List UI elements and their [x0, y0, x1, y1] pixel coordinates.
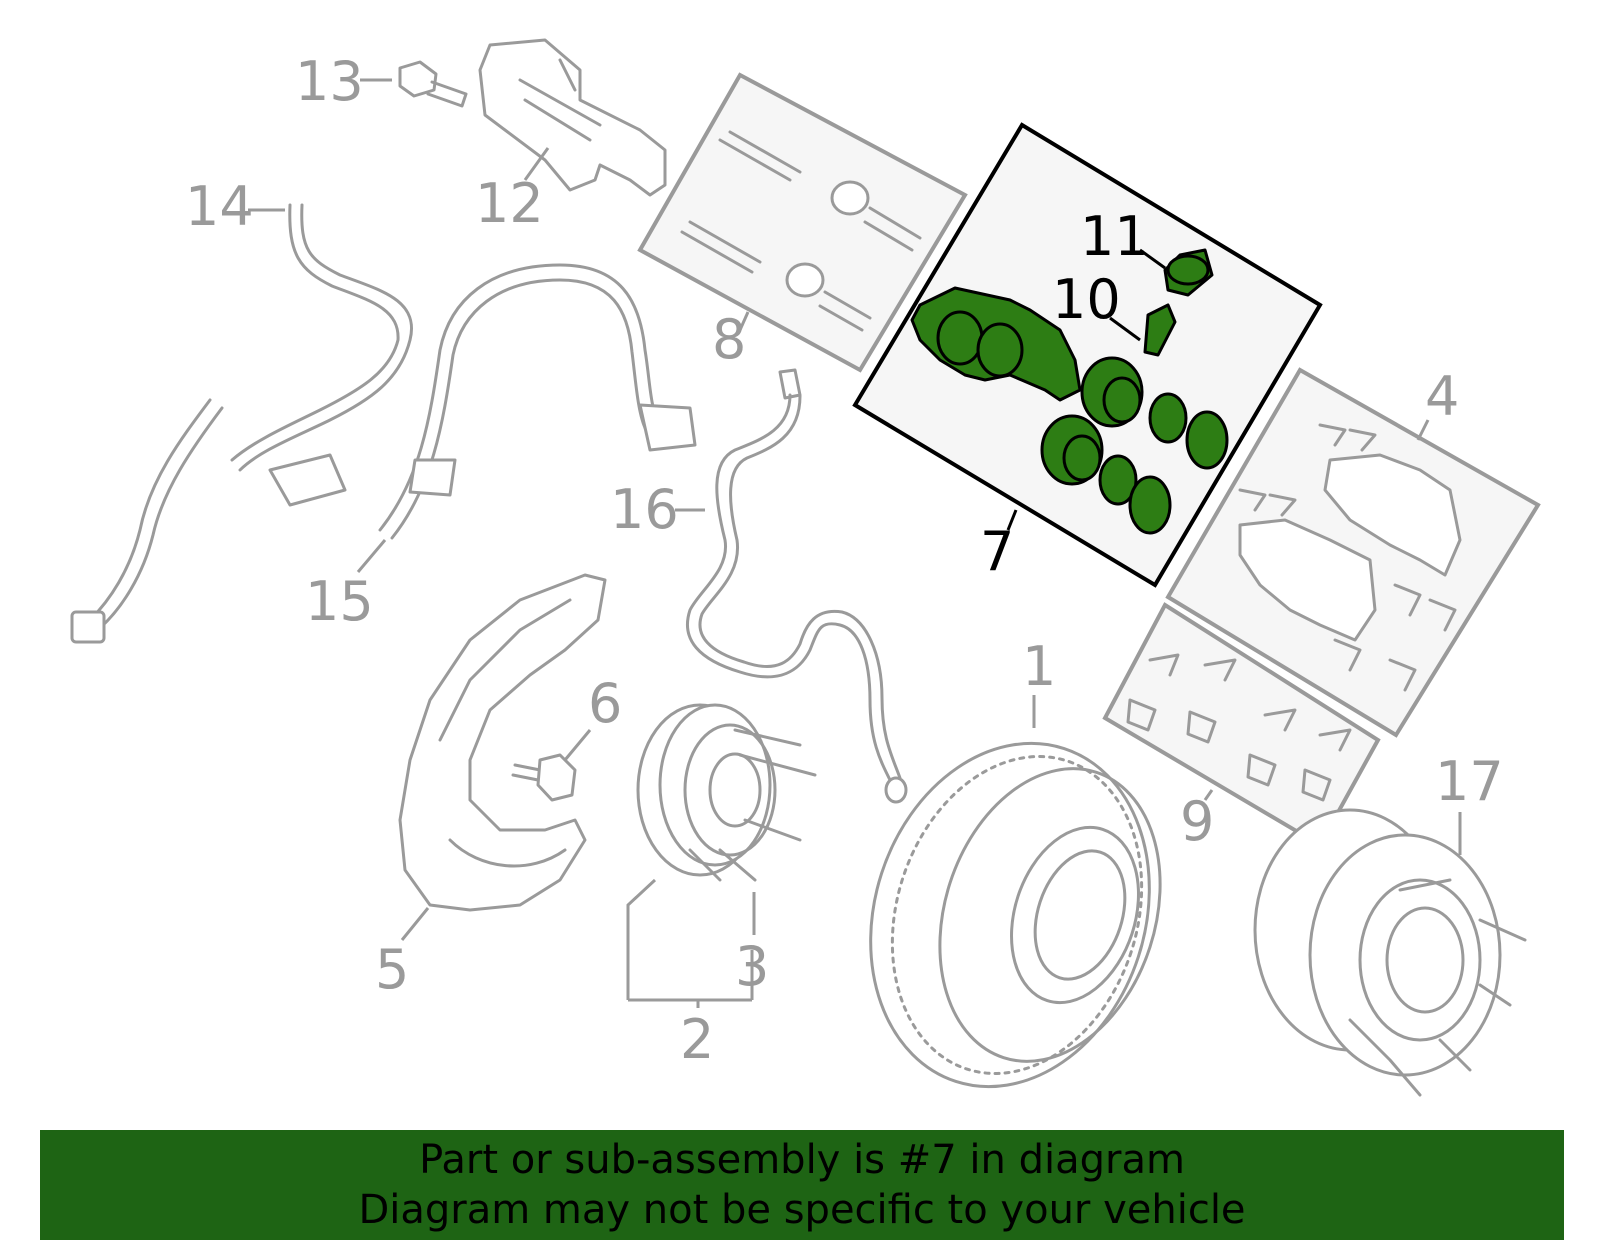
callout-7: 7 [980, 520, 1014, 583]
callout-1: 1 [1022, 635, 1056, 698]
callout-11: 11 [1080, 205, 1149, 268]
leader-11 [1139, 248, 1166, 270]
callout-5: 5 [375, 938, 409, 1001]
part-13-bolt [398, 60, 468, 108]
callout-17: 17 [1435, 750, 1504, 813]
kit-7-caliper-assembly [852, 122, 1323, 588]
callout-10: 10 [1052, 268, 1121, 331]
callout-12: 12 [475, 172, 544, 235]
callout-2: 2 [680, 1008, 714, 1071]
leader-4 [1416, 419, 1430, 441]
part-16-abs-sensor [685, 368, 908, 804]
info-banner: Part or sub-assembly is #7 in diagram Di… [40, 1130, 1564, 1240]
leader-15 [356, 539, 387, 573]
callout-14: 14 [185, 175, 254, 238]
callout-16: 16 [610, 478, 679, 541]
brake-assembly-diagram: 13 12 14 15 8 [70, 38, 1541, 1097]
part-12-caliper-bracket [478, 38, 667, 197]
leader-5 [400, 907, 430, 941]
kit-8-caliper-pins [637, 72, 968, 373]
leader-7 [1006, 509, 1018, 531]
callout-4: 4 [1425, 365, 1459, 428]
callout-13: 13 [295, 50, 364, 113]
part-6-bolt [511, 753, 577, 802]
part-5-splash-shield [398, 573, 607, 912]
leader-8 [738, 311, 750, 331]
callout-15: 15 [305, 570, 374, 633]
leader-2 [626, 878, 754, 1008]
banner-line-1: Part or sub-assembly is #7 in diagram [419, 1137, 1185, 1183]
part-14-brake-hose [70, 203, 413, 644]
callout-9: 9 [1180, 790, 1214, 853]
leader-6 [563, 729, 592, 761]
leader-10 [1109, 316, 1141, 342]
leader-9 [1203, 789, 1214, 801]
leader-12 [523, 147, 550, 181]
part-17-hub-bearing [1253, 808, 1527, 1097]
kit-4-brake-pads [1165, 367, 1541, 738]
callout-8: 8 [712, 308, 746, 371]
part-1-brake-rotor [869, 741, 1162, 1089]
part-2-hub-assembly [636, 703, 817, 882]
part-15-brake-line [378, 263, 697, 540]
banner-line-2: Diagram may not be specific to your vehi… [358, 1187, 1246, 1233]
callout-6: 6 [588, 672, 622, 735]
